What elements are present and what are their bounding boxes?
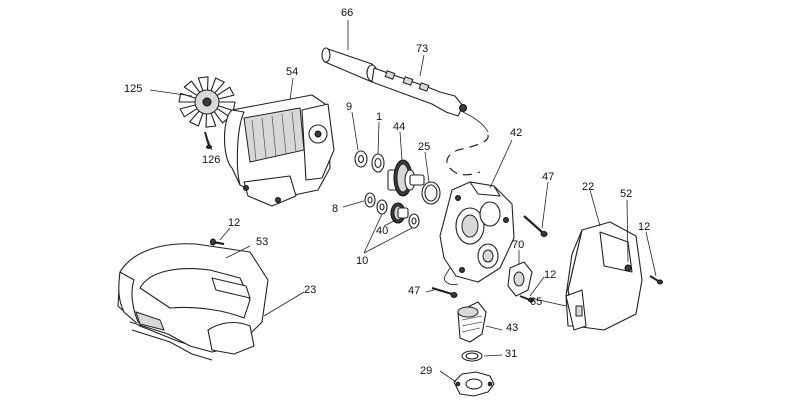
callout-54: 54: [286, 66, 298, 78]
part-31-o-ring: [461, 350, 483, 362]
callout-52: 52: [620, 188, 632, 200]
part-10-washer-b: [408, 213, 420, 229]
callout-47-lower: 47: [408, 285, 420, 297]
part-12-screw-left: [210, 238, 225, 246]
callout-44: 44: [393, 121, 405, 133]
callout-73: 73: [416, 43, 428, 55]
callout-126: 126: [202, 154, 220, 166]
callout-42: 42: [510, 127, 522, 139]
part-52-cover-screw: [624, 264, 632, 272]
part-47-screw-lower: [431, 286, 458, 298]
callout-12-middle: 12: [544, 269, 556, 281]
part-54-motor: [224, 94, 335, 207]
callout-25: 25: [418, 141, 430, 153]
leader-lines: [149, 20, 657, 383]
callout-12-left: 12: [228, 217, 240, 229]
callout-40: 40: [376, 225, 388, 237]
callout-47-upper: 47: [542, 171, 554, 183]
part-25-o-ring: [421, 181, 441, 205]
callout-22: 22: [582, 181, 594, 193]
callout-1: 1: [376, 111, 382, 123]
callout-65: 65: [530, 296, 542, 308]
callout-53: 53: [256, 236, 268, 248]
part-43-outlet-fitting: [457, 301, 487, 343]
part-10-washer-a: [376, 199, 388, 215]
part-12-screw-right: [649, 275, 663, 285]
callout-43: 43: [506, 322, 518, 334]
part-12-screw-middle: [519, 295, 534, 303]
part-8-washer: [364, 192, 376, 208]
callout-8: 8: [332, 203, 338, 215]
callout-31: 31: [505, 348, 517, 360]
callout-70: 70: [512, 239, 524, 251]
part-40-pinion-gear: [390, 202, 409, 224]
part-73-handle-grip: [371, 67, 489, 133]
part-42-pump-housing: [439, 181, 515, 285]
callout-10: 10: [356, 255, 368, 267]
cord-path: [446, 134, 489, 176]
part-66-handle-tube: [321, 47, 381, 83]
callout-23: 23: [304, 284, 316, 296]
callout-125: 125: [124, 83, 142, 95]
part-29-flange: [453, 371, 495, 397]
callout-12-right: 12: [638, 221, 650, 233]
callout-66: 66: [341, 7, 353, 19]
part-44-large-gear: [387, 159, 425, 197]
part-9-washer: [354, 150, 368, 168]
part-70-gasket-plate: [507, 261, 533, 297]
part-1-washer: [371, 153, 385, 173]
part-22-pump-cover: [565, 221, 643, 331]
callout-labels: 66 73 54 125 126 9 1 44 25 42 47 22 52 1…: [124, 7, 650, 377]
part-23-base-frame: [129, 311, 255, 361]
callout-29: 29: [420, 365, 432, 377]
callout-9: 9: [346, 101, 352, 113]
part-47-screw-upper: [523, 215, 548, 237]
